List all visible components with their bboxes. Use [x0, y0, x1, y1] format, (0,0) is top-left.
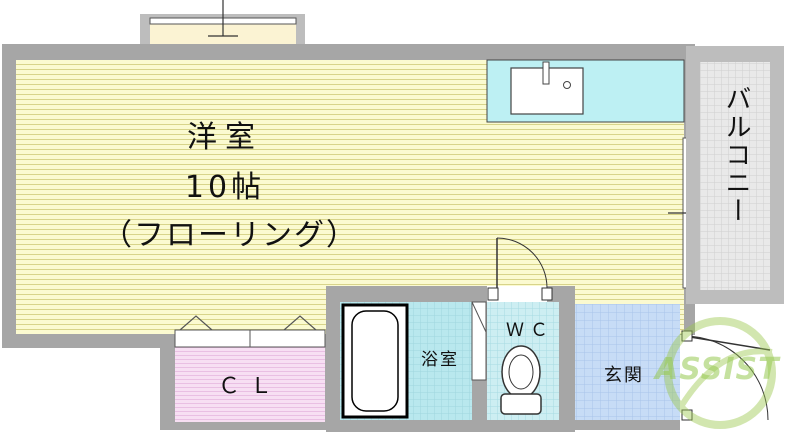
balcony	[686, 46, 784, 304]
room-flooring-label: （フローリング）	[102, 218, 358, 253]
assist-logo	[664, 317, 776, 429]
bathroom	[340, 301, 487, 420]
toilet-label: ＷＣ	[506, 320, 554, 341]
kitchen-counter	[486, 59, 685, 123]
toilet-door	[487, 237, 553, 302]
bathroom-label: 浴室	[421, 350, 459, 370]
closet	[174, 315, 326, 422]
watermark-logo-text: ASSIST	[655, 352, 780, 387]
balcony-label: バルコニー	[721, 85, 751, 225]
window-bay	[140, 0, 305, 48]
entrance-label: 玄関	[604, 365, 644, 386]
room-name-label: 洋室	[187, 120, 263, 155]
room-size-label: 10帖	[184, 170, 266, 205]
entrance	[575, 304, 771, 427]
toilet-room	[487, 302, 559, 420]
closet-label: ＣＬ	[217, 374, 282, 399]
